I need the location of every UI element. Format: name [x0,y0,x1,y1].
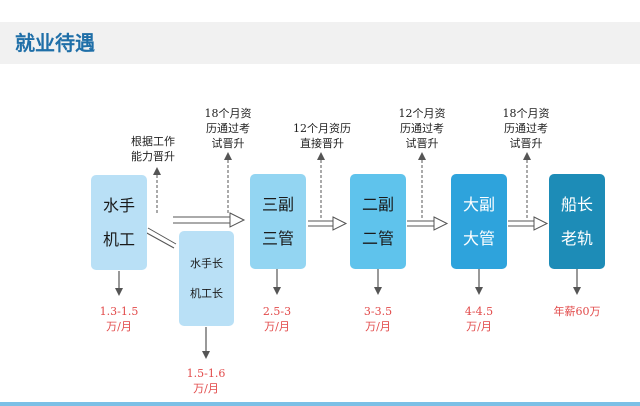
note-line: 直接晋升 [300,137,344,150]
rank-label-line2: 大管 [462,228,495,248]
rank-label-line2: 机工 [102,229,135,249]
rank-label-line2: 二管 [361,228,394,248]
salary-label-captain: 年薪60万 [545,304,609,319]
rank-box-captain: 船长 老轨 [549,174,605,269]
promotion-note-18-months-exam-2: 18个月资 历通过考 试晋升 [494,106,558,151]
bottom-accent-line [0,402,640,406]
rank-label-line2: 三管 [261,228,294,248]
salary-label-third-officer: 2.5-3 万/月 [247,304,307,334]
note-line: 历通过考 [206,122,250,135]
salary-label-boatswain: 1.5-1.6 万/月 [171,366,241,396]
rank-label-line1: 水手 [102,195,135,215]
rank-label-line1: 三副 [261,194,294,214]
page-title: 就业待遇 [15,31,95,55]
note-line: 历通过考 [504,122,548,135]
rank-box-third-officer: 三副 三管 [250,174,306,269]
salary-unit: 万/月 [365,320,391,333]
rank-label-line1: 船长 [560,194,593,214]
salary-range: 1.5-1.6 [186,367,226,380]
salary-unit: 万/月 [466,320,492,333]
rank-box-second-officer: 二副 二管 [350,174,406,269]
salary-range: 年薪60万 [553,305,601,318]
rank-label-line1: 大副 [462,194,495,214]
promotion-note-18-months-exam: 18个月资 历通过考 试晋升 [196,106,260,151]
note-line: 能力晋升 [131,150,175,163]
flow-arrow-2 [308,216,348,231]
salary-range: 3-3.5 [363,305,393,318]
rank-label-line2: 老轨 [560,228,593,248]
note-line: 12个月资 [398,107,446,120]
salary-label-second-officer: 3-3.5 万/月 [348,304,408,334]
note-line: 历通过考 [400,122,444,135]
rank-box-sailor: 水手 机工 [91,175,147,270]
rank-label-line1: 水手长 [190,256,223,270]
promotion-note-ability: 根据工作 能力晋升 [120,134,186,164]
salary-label-sailor: 1.3-1.5 万/月 [84,304,154,334]
rank-label-line1: 二副 [361,194,394,214]
section-header: 就业待遇 [0,22,640,64]
flow-arrow-3 [407,216,449,231]
rank-label-line2: 机工长 [190,286,223,300]
salary-label-chief-officer: 4-4.5 万/月 [449,304,509,334]
note-line: 12个月资历 [293,122,351,135]
note-line: 18个月资 [204,107,252,120]
note-line: 根据工作 [131,135,175,148]
flow-arrow-1 [173,212,246,228]
salary-range: 1.3-1.5 [99,305,139,318]
salary-unit: 万/月 [106,320,132,333]
promotion-note-12-months-exam: 12个月资 历通过考 试晋升 [390,106,454,151]
note-line: 试晋升 [509,137,543,150]
note-line: 试晋升 [405,137,439,150]
flow-arrow-diagonal [144,227,177,249]
salary-range: 2.5-3 [262,305,292,318]
promotion-note-12-months-direct: 12个月资历 直接晋升 [284,121,360,151]
salary-range: 4-4.5 [464,305,494,318]
rank-box-chief-officer: 大副 大管 [451,174,507,269]
rank-box-boatswain: 水手长 机工长 [179,231,234,326]
flow-arrow-4 [508,216,549,231]
salary-unit: 万/月 [193,382,219,395]
note-line: 试晋升 [211,137,245,150]
salary-unit: 万/月 [264,320,290,333]
note-line: 18个月资 [502,107,550,120]
